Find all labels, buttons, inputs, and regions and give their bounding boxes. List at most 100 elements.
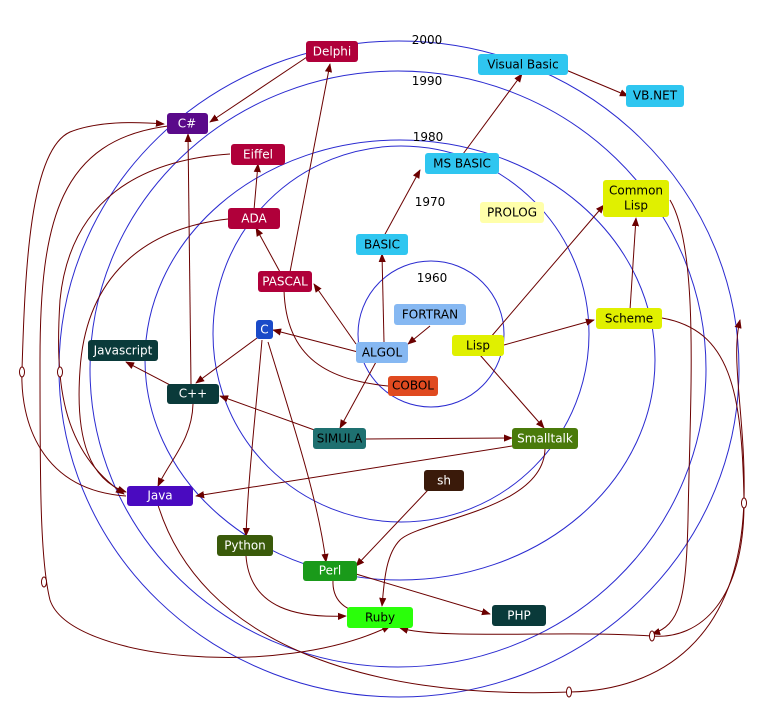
svg-text:Ruby: Ruby (365, 611, 395, 625)
svg-text:COBOL: COBOL (392, 379, 434, 393)
svg-text:SIMULA: SIMULA (317, 432, 363, 446)
svg-text:PHP: PHP (507, 609, 531, 623)
edge-cobol-pascal (283, 289, 389, 387)
edge-ada-java (78, 218, 229, 493)
edge-perl-php (355, 573, 491, 616)
node-c[interactable]: C (256, 320, 273, 339)
edge-pascal-ada (255, 227, 281, 273)
node-java[interactable]: Java (127, 486, 193, 506)
waypoint (57, 366, 63, 378)
waypoint (41, 576, 47, 588)
node-simula[interactable]: SIMULA (313, 428, 366, 449)
svg-text:C++: C++ (179, 387, 208, 401)
edge-c-cpp (195, 337, 258, 384)
node-basic[interactable]: BASIC (356, 234, 408, 255)
waypoints (19, 366, 747, 698)
svg-text:VB.NET: VB.NET (633, 89, 678, 103)
edge-visualbasic-vbnet (565, 69, 629, 97)
year-label-1960: 1960 (417, 271, 448, 285)
svg-text:sh: sh (437, 474, 451, 488)
edge-smalltalk-java (195, 445, 513, 499)
svg-text:Visual Basic: Visual Basic (487, 58, 558, 72)
svg-text:ADA: ADA (241, 212, 267, 226)
svg-text:C#: C# (178, 117, 196, 131)
edge-smalltalk-ruby (379, 447, 546, 607)
edge-python-ruby (245, 555, 347, 620)
node-algol[interactable]: ALGOL (356, 342, 408, 363)
svg-text:Smalltalk: Smalltalk (517, 432, 573, 446)
year-label-1970: 1970 (415, 195, 446, 209)
edge-c-perl (267, 341, 329, 563)
node-cobol[interactable]: COBOL (388, 376, 438, 396)
svg-text:BASIC: BASIC (364, 238, 400, 252)
svg-text:C: C (260, 323, 268, 337)
node-cpp[interactable]: C++ (167, 384, 219, 404)
svg-text:MS BASIC: MS BASIC (433, 157, 491, 171)
node-csharp[interactable]: C# (167, 113, 208, 134)
edge-lisp-scheme (503, 318, 595, 346)
svg-text:Javascript: Javascript (93, 344, 153, 358)
svg-text:FORTRAN: FORTRAN (402, 308, 458, 322)
ring-1960 (357, 260, 505, 408)
node-eiffel[interactable]: Eiffel (231, 144, 285, 165)
edge-delphi-csharp (209, 54, 311, 123)
svg-text:Lisp: Lisp (466, 339, 490, 353)
node-ruby[interactable]: Ruby (347, 607, 413, 628)
edge-simula-smalltalk (365, 434, 513, 442)
svg-text:Delphi: Delphi (313, 45, 352, 59)
edge-cpp-java (157, 403, 194, 487)
node-javascript[interactable]: Javascript (88, 340, 158, 361)
edge-lisp-smalltalk (479, 354, 545, 429)
edge-java-csharp (21, 119, 165, 497)
edge-fortran-algol (407, 325, 431, 345)
node-delphi[interactable]: Delphi (306, 41, 358, 62)
edge-c-python (242, 339, 263, 537)
node-prolog[interactable]: PROLOG (480, 202, 544, 223)
svg-text:Scheme: Scheme (605, 312, 653, 326)
edge-eiffel-java (58, 153, 231, 495)
node-ms-basic[interactable]: MS BASIC (425, 153, 499, 174)
edge-cpp-csharp (184, 133, 192, 385)
waypoint (19, 366, 25, 378)
svg-text:PASCAL: PASCAL (262, 275, 308, 289)
node-lisp[interactable]: Lisp (452, 335, 504, 356)
svg-text:Python: Python (224, 539, 266, 553)
node-php[interactable]: PHP (492, 605, 546, 626)
edge-basic-msbasic (383, 169, 421, 237)
node-visual-basic[interactable]: Visual Basic (478, 54, 568, 75)
svg-text:PROLOG: PROLOG (487, 206, 537, 220)
node-vbnet[interactable]: VB.NET (626, 85, 684, 107)
edge-commonlisp-ruby (651, 199, 692, 635)
edge-algol-pascal (313, 283, 357, 345)
node-smalltalk[interactable]: Smalltalk (512, 428, 578, 449)
year-rings (58, 40, 740, 698)
waypoint (649, 630, 655, 642)
node-scheme[interactable]: Scheme (596, 308, 662, 329)
node-python[interactable]: Python (217, 535, 273, 556)
edge-pascal-delphi (289, 63, 333, 273)
common-lisp-line-2: Lisp (624, 199, 648, 213)
node-perl[interactable]: Perl (303, 561, 357, 581)
year-label-1990: 1990 (412, 74, 443, 88)
edges (21, 54, 745, 694)
node-sh[interactable]: sh (424, 470, 464, 491)
edge-scheme-ruby (399, 317, 745, 637)
svg-text:ALGOL: ALGOL (362, 346, 403, 360)
edge-java-ruby-loop (157, 319, 745, 694)
ring-1970 (212, 145, 590, 523)
edge-cpp-javascript (125, 361, 173, 387)
node-ada[interactable]: ADA (228, 208, 280, 229)
year-label-2000: 2000 (412, 33, 443, 47)
node-pascal[interactable]: PASCAL (258, 271, 312, 292)
edge-ada-eiffel (253, 163, 261, 211)
year-label-1980: 1980 (413, 130, 444, 144)
edge-algol-simula (339, 361, 377, 429)
node-fortran[interactable]: FORTRAN (394, 304, 466, 325)
svg-text:Perl: Perl (319, 564, 341, 578)
ring-2000 (58, 40, 740, 698)
svg-text:Java: Java (146, 489, 172, 503)
edge-lisp-commonlisp (489, 204, 605, 339)
edge-algol-c (272, 328, 359, 353)
